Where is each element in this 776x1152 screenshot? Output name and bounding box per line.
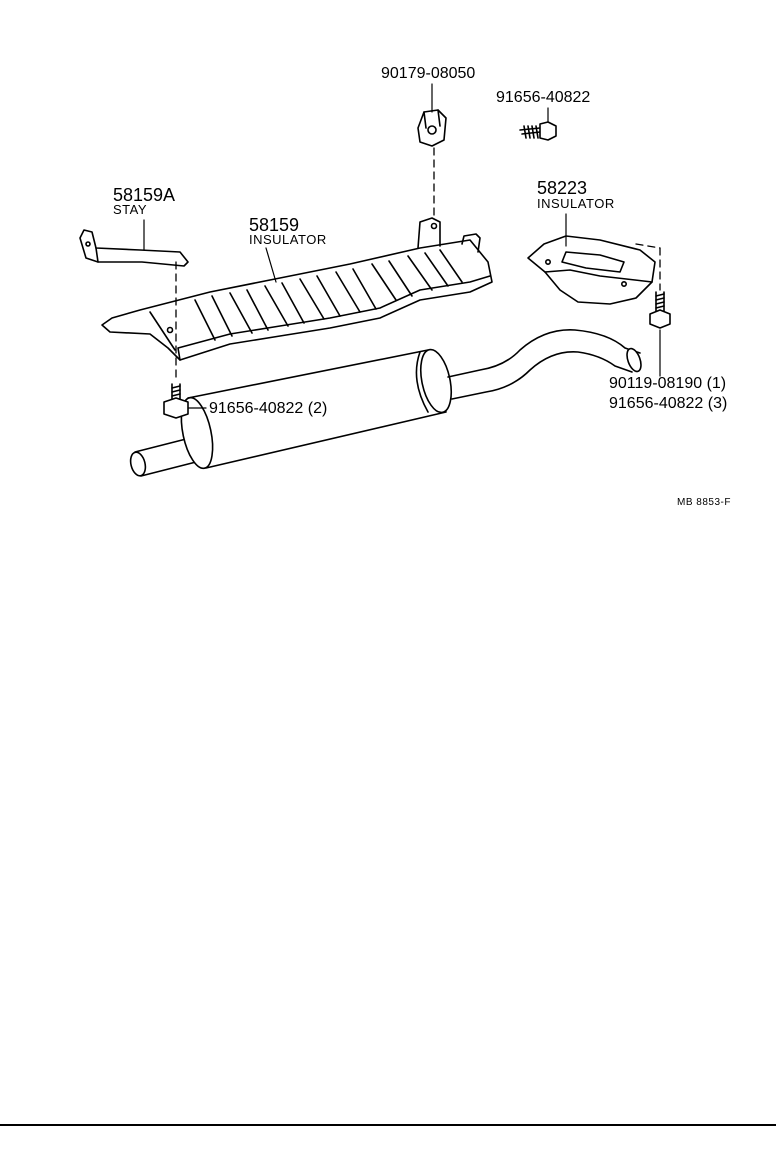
top-bolt xyxy=(519,121,557,141)
leader-lines xyxy=(143,83,661,409)
rear-insulator-part-number: 58223 xyxy=(537,178,588,198)
rear-bolt xyxy=(649,291,671,329)
main-insulator-part-name: INSULATOR xyxy=(249,232,327,247)
figure-code: MB 8853-F xyxy=(677,497,731,508)
nut-clip-part-number: 90179-08050 xyxy=(381,65,476,82)
stay-bracket xyxy=(79,229,189,267)
rear-insulator-part-name: INSULATOR xyxy=(537,196,615,211)
rear-bolt-a-part-number: 90119-08190 (1) xyxy=(609,375,727,392)
front-bolt-part-number: 91656-40822 (2) xyxy=(209,400,328,417)
alignment-lines xyxy=(175,147,661,381)
main-insulator-part-number: 58159 xyxy=(249,215,300,235)
rear-bolt-b-part-number: 91656-40822 (3) xyxy=(609,395,728,412)
bottom-rule xyxy=(0,1124,776,1126)
nut-clip xyxy=(417,109,447,147)
rear-heat-insulator xyxy=(527,235,656,305)
muffler-assembly xyxy=(129,329,642,477)
main-heat-insulator xyxy=(101,217,493,361)
front-bolt xyxy=(163,383,189,419)
top-bolt-part-number: 91656-40822 xyxy=(496,89,591,106)
stay-part-name: STAY xyxy=(113,202,148,217)
stay-part-number: 58159A xyxy=(113,185,176,205)
